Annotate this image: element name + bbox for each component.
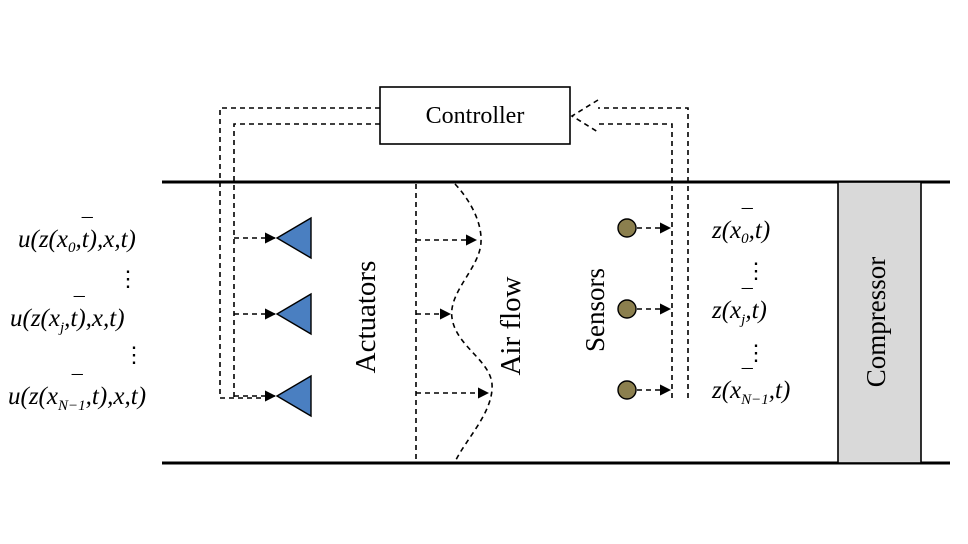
output-ellipsis-1: ⋮ bbox=[745, 258, 767, 283]
input-sub-0: 0 bbox=[68, 240, 76, 256]
input-ellipsis-2: ⋮ bbox=[123, 342, 145, 367]
output-sub-n1: N−1 bbox=[740, 392, 769, 408]
input-bar-j: ¯ bbox=[72, 293, 85, 318]
air-flow-label: Air flow bbox=[495, 276, 527, 375]
input-label-j: u(z(xj,t),x,t) bbox=[10, 305, 125, 336]
output-label-n1: z(xN−1,t) bbox=[711, 377, 790, 408]
output-sub-j: j bbox=[739, 312, 745, 328]
compressor-box bbox=[837, 181, 922, 464]
sensor-circle-icon-n1 bbox=[617, 380, 637, 400]
output-bar-j: ¯ bbox=[740, 285, 753, 310]
input-ellipsis-1: ⋮ bbox=[117, 266, 139, 291]
controller-box bbox=[379, 86, 571, 145]
output-label-0: z(x0,t) bbox=[711, 217, 770, 247]
sensor-signal-line-outer bbox=[598, 107, 689, 398]
input-sub-n1: N−1 bbox=[57, 398, 86, 414]
output-label-j: z(xj,t) bbox=[711, 297, 767, 328]
control-signal-line-outer bbox=[219, 107, 380, 399]
input-sub-j: j bbox=[58, 320, 64, 336]
output-ellipsis-2: ⋮ bbox=[745, 340, 767, 365]
control-signal-line-inner bbox=[233, 123, 380, 398]
actuator-triangle-icon-j bbox=[275, 292, 312, 336]
controller-input-arrowhead bbox=[570, 99, 599, 133]
output-bar-0: ¯ bbox=[740, 205, 753, 230]
sensor-signal-line-inner bbox=[598, 123, 673, 398]
output-sub-0: 0 bbox=[741, 231, 749, 247]
output-bar-n1: ¯ bbox=[740, 365, 753, 390]
actuator-triangle-icon-0 bbox=[275, 216, 312, 260]
input-label-0: u(z(x0,t),x,t) bbox=[18, 226, 136, 256]
input-bar-n1: ¯ bbox=[70, 371, 83, 396]
input-label-n1: u(z(xN−1,t),x,t) bbox=[8, 383, 146, 414]
actuators-label: Actuators bbox=[350, 261, 382, 374]
sensors-label: Sensors bbox=[580, 268, 610, 352]
sensor-circle-icon-0 bbox=[617, 218, 637, 238]
actuator-triangle-icon-n1 bbox=[275, 374, 312, 418]
input-bar-0: ¯ bbox=[80, 214, 93, 239]
controller-label: Controller bbox=[426, 103, 525, 129]
sensor-circle-icon-j bbox=[617, 299, 637, 319]
airflow-profile-curve bbox=[451, 183, 493, 463]
compressor-label: Compressor bbox=[861, 257, 891, 388]
